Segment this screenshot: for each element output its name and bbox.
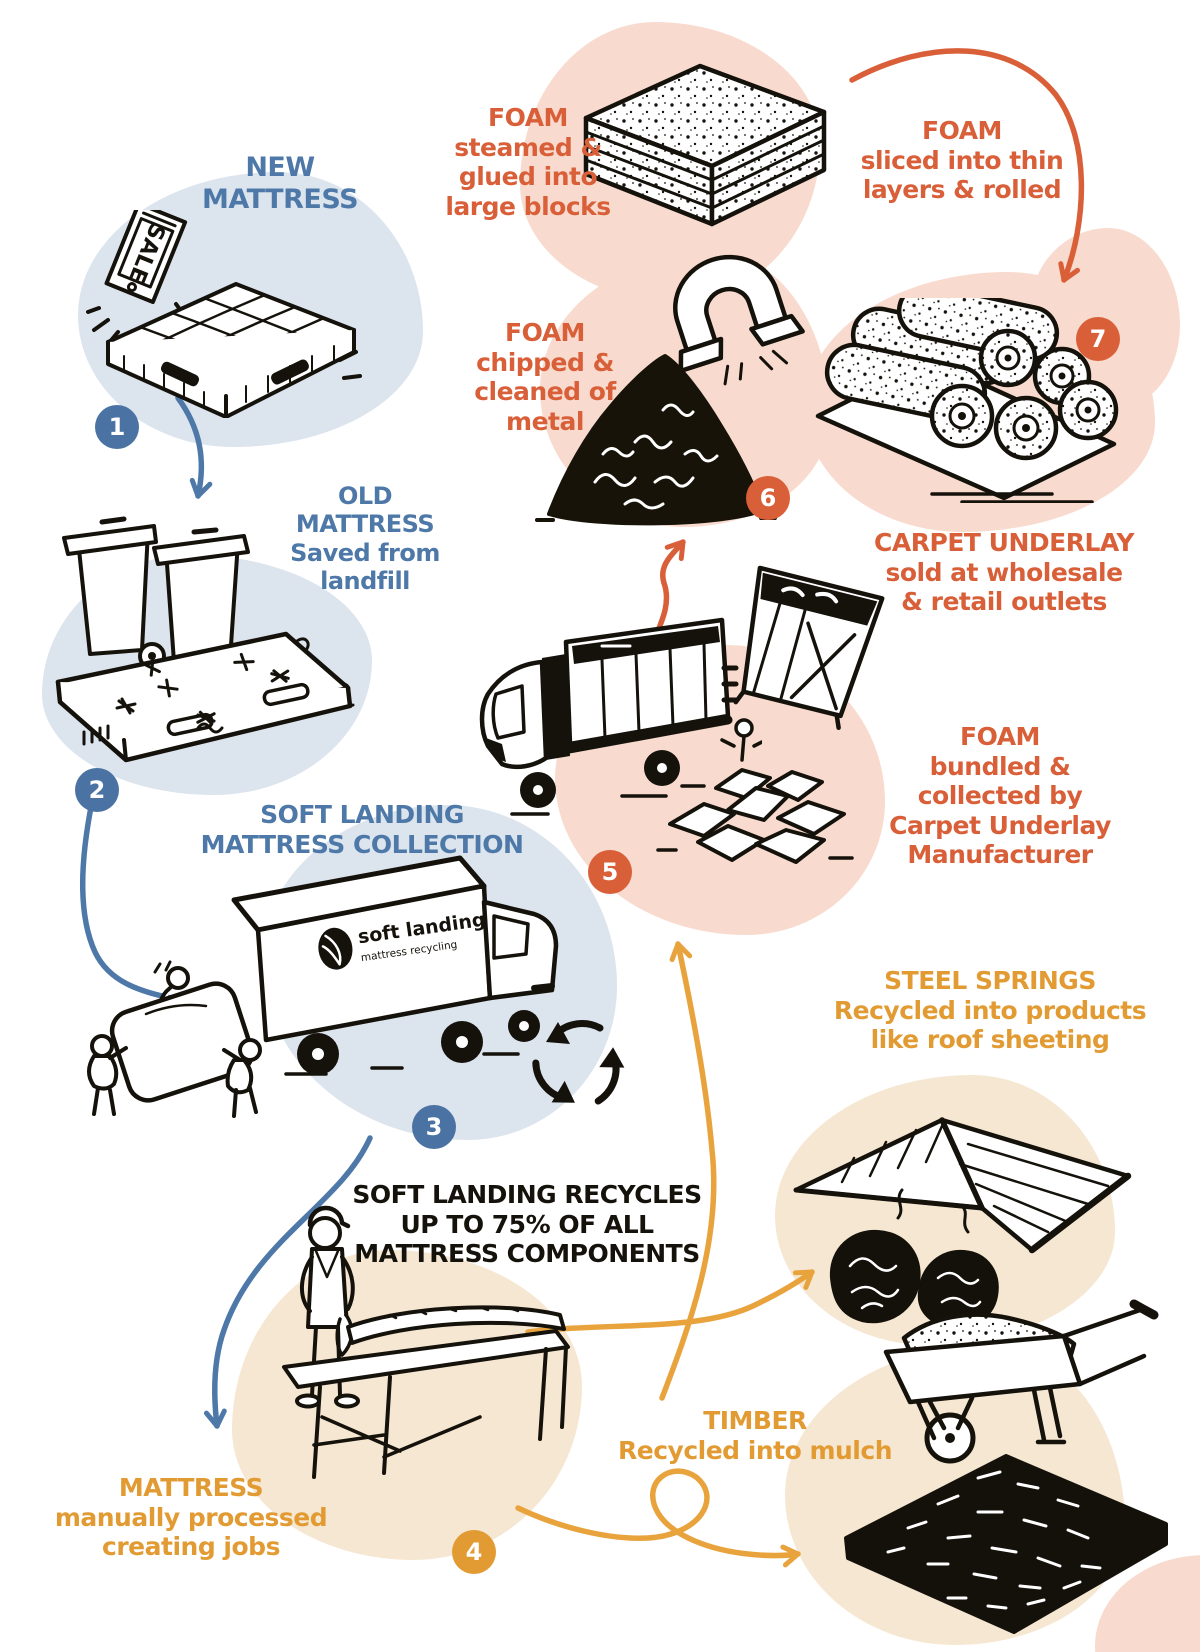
label-line: metal [506, 406, 584, 436]
label-new-mattress: NEW MATTRESS [201, 152, 359, 216]
foam-truck-illustration [479, 617, 762, 816]
label-line: MATTRESS COLLECTION [200, 829, 524, 859]
arrow-3-to-4 [203, 1135, 373, 1429]
label-line: landfill [320, 566, 410, 595]
step-badge-1: 1 [95, 405, 139, 449]
label-line: FOAM [922, 116, 1002, 145]
label-line: Recycled into products [833, 995, 1147, 1025]
label-line: steamed & [454, 132, 602, 162]
label-collection: SOFT LANDING MATTRESS COLLECTION [201, 800, 524, 859]
label-line: chipped & [476, 347, 614, 377]
step-number: 7 [1089, 325, 1107, 353]
mulch-pile-illustration [844, 1454, 1168, 1634]
label-foam-chipped: FOAM chipped & cleaned of metal [474, 318, 616, 436]
label-foam-sliced: FOAM sliced into thin layers & rolled [861, 116, 1064, 205]
label-line: large blocks [445, 191, 611, 221]
new-mattress-illustration: SALE [86, 210, 362, 418]
label-line: STEEL SPRINGS [884, 966, 1096, 995]
label-line: MATTRESS [118, 1473, 264, 1502]
label-timber: TIMBER Recycled into mulch [618, 1406, 893, 1465]
old-mattress-illustration [55, 516, 355, 763]
label-line: CARPET UNDERLAY [874, 528, 1134, 557]
label-line: MATTRESS [201, 183, 359, 215]
label-line: SOFT LANDING [260, 800, 464, 829]
label-foam-bundled: FOAM bundled & collected by Carpet Under… [889, 722, 1111, 870]
label-line: MATTRESS COMPONENTS [354, 1239, 700, 1268]
label-line: Saved from [290, 538, 440, 567]
underlay-rolls-illustration [815, 298, 1119, 503]
label-line: cleaned of [474, 377, 616, 406]
label-line: sold at wholesale [885, 557, 1123, 587]
label-line: MATTRESS [295, 510, 435, 539]
arrow-4-to-5 [659, 941, 717, 1401]
label-line: FOAM [488, 103, 568, 132]
step-number: 4 [465, 1538, 483, 1566]
arrow-4-to-timber [515, 1468, 801, 1568]
label-line: glued into [458, 162, 598, 191]
step-number: 3 [425, 1113, 443, 1141]
label-manual-processing: MATTRESS manually processed creating job… [54, 1473, 328, 1562]
foam-bundle-illustration [656, 768, 854, 864]
step-badge-4: 4 [452, 1530, 496, 1574]
step-badge-5: 5 [588, 850, 632, 894]
label-line: Manufacturer [907, 840, 1093, 869]
label-line: FOAM [960, 722, 1040, 751]
label-line: creating jobs [102, 1532, 280, 1561]
label-carpet-underlay: CARPET UNDERLAY sold at wholesale & reta… [874, 528, 1134, 617]
label-old-mattress: OLD MATTRESS Saved from landfill [290, 482, 440, 595]
step-number: 6 [759, 484, 777, 512]
skip-bin-illustration [733, 565, 885, 730]
label-line: FOAM [505, 318, 585, 347]
label-foam-steamed: FOAM steamed & glued into large blocks [445, 103, 611, 221]
magnet-icon [673, 254, 805, 386]
label-line: Recycled into mulch [618, 1435, 893, 1465]
steel-springs-illustration [829, 1188, 999, 1329]
label-line: collected by [917, 781, 1083, 810]
label-line: sliced into thin [860, 145, 1064, 175]
step-badge-6: 6 [746, 476, 790, 520]
label-line: UP TO 75% OF ALL [400, 1209, 654, 1239]
step-number: 1 [108, 413, 126, 441]
label-line: SOFT LANDING RECYCLES [352, 1180, 702, 1209]
foam-block-illustration [583, 63, 827, 227]
roof-sheeting-illustration [793, 1117, 1132, 1254]
label-line: layers & rolled [862, 175, 1062, 204]
label-line: like roof sheeting [870, 1025, 1110, 1054]
label-line: & retail outlets [901, 587, 1107, 616]
arrow-1-to-2 [175, 395, 213, 499]
arrow-block-to-7 [849, 48, 1085, 283]
worker-table-illustration [282, 1205, 570, 1479]
arrow-4-to-springs [525, 1269, 815, 1335]
label-line: Carpet Underlay [889, 810, 1111, 840]
recycle-icon [532, 1020, 625, 1105]
label-recycles-claim: SOFT LANDING RECYCLES UP TO 75% OF ALL M… [352, 1180, 702, 1269]
label-line: OLD [337, 482, 393, 510]
wheelbarrow-illustration [883, 1299, 1159, 1464]
step-badge-7: 7 [1076, 317, 1120, 361]
step-badge-3: 3 [412, 1105, 456, 1149]
label-line: TIMBER [703, 1406, 807, 1435]
label-line: bundled & [929, 751, 1071, 781]
label-line: manually processed [54, 1502, 328, 1532]
label-line: NEW [245, 152, 315, 183]
sale-tag-icon: SALE [104, 210, 188, 305]
collection-truck-illustration: soft landing mattress recycling [231, 855, 559, 1076]
label-steel-springs: STEEL SPRINGS Recycled into products lik… [833, 966, 1147, 1055]
mattress-carriers-illustration [87, 960, 262, 1118]
step-number: 2 [88, 776, 106, 804]
step-badge-2: 2 [75, 768, 119, 812]
step-number: 5 [601, 858, 619, 886]
